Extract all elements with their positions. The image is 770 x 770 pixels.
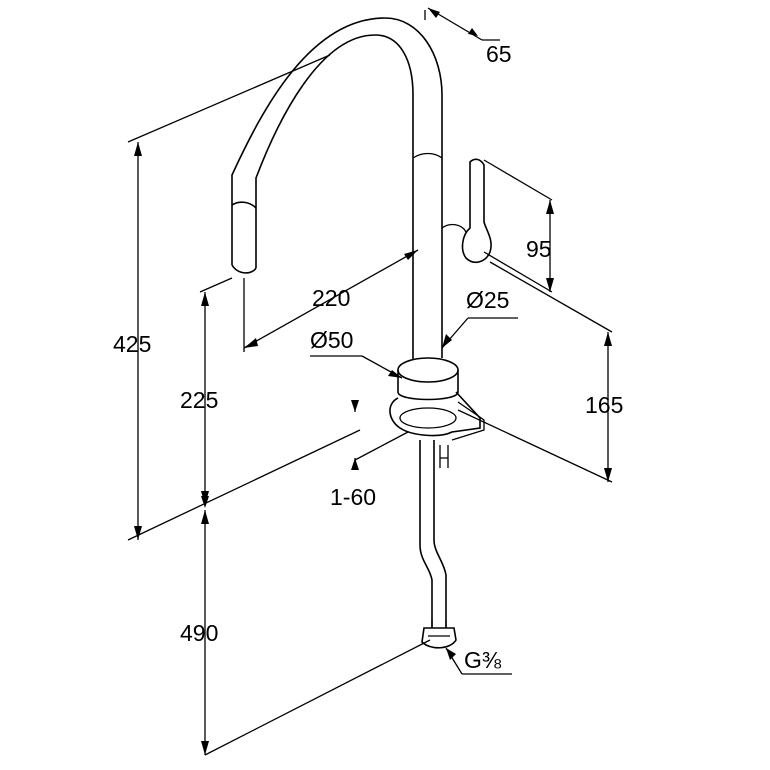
dim-deck-thickness: 1-60 [330,484,376,510]
faucet-outline [231,17,492,649]
hose-right [433,440,447,628]
spray-head [231,201,257,274]
dim-handle-height: 95 [526,236,552,262]
flange-ring [399,407,457,429]
fitting-hex [428,620,450,637]
dim-outlet-height: 225 [180,387,218,413]
dim-base-diameter: Ø50 [310,327,353,353]
handle-lever [461,158,492,264]
dim-spout-reach: 65 [486,41,512,67]
mounting-flange [389,391,481,437]
spout-outer [231,17,443,358]
spout-inner [255,34,414,360]
base-collar-top [397,357,459,383]
dimension-lines [127,7,613,756]
hose-left [419,440,433,628]
connection-fitting [421,627,457,649]
stud [439,445,449,468]
dim-spout-diameter: Ø25 [466,287,509,313]
dim-outlet-depth: 220 [312,285,350,311]
dim-total-height: 425 [113,331,151,357]
dim-hose-length: 490 [180,620,218,646]
spout-joint [412,152,443,159]
flange-bracket [451,401,485,441]
dim-body-height: 165 [585,392,623,418]
handle-base [441,223,467,233]
dim-connection-thread: G⅜ [464,647,502,673]
base-collar-body [397,370,459,401]
